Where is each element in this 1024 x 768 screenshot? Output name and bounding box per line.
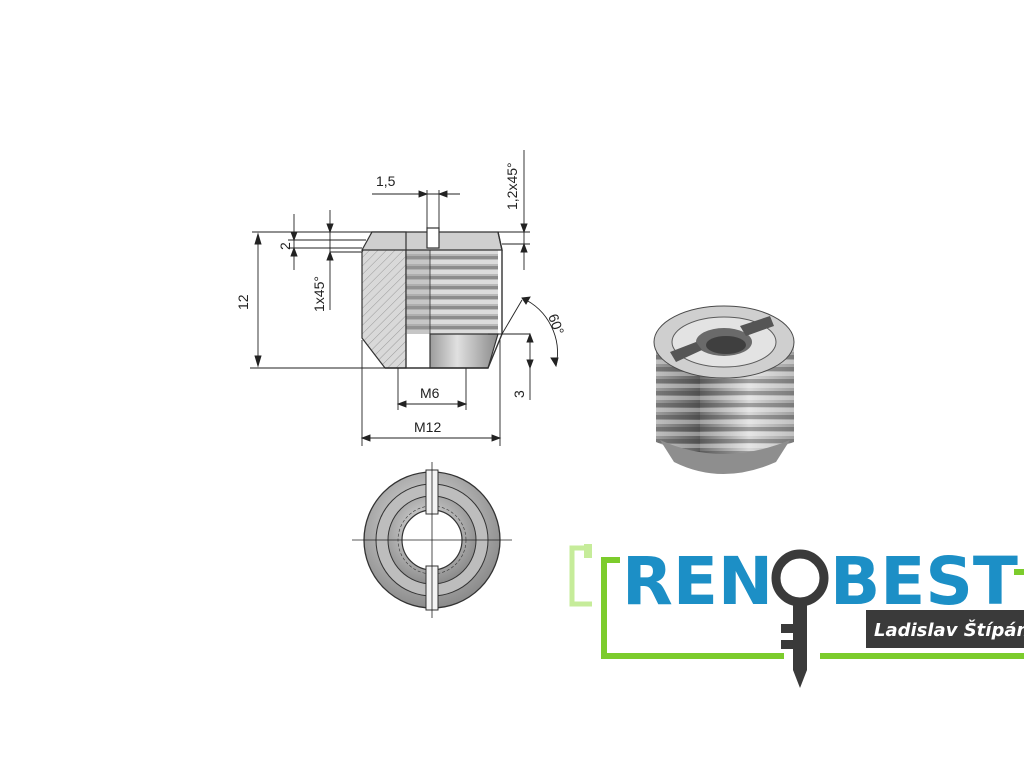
dim-height-label: 12 [235, 294, 251, 310]
section-view [360, 227, 503, 369]
hatched-section [361, 231, 407, 369]
logo-text-left: REN [622, 543, 773, 620]
logo-text-right: BEST [830, 543, 1018, 620]
key-icon [771, 549, 829, 688]
inner-thread-area [406, 250, 498, 334]
cone-bottom [429, 333, 499, 369]
dim-cone-height-label: 3 [511, 390, 527, 398]
dim-slot-depth-label: 2 [277, 242, 293, 250]
dim-top-chamfer-label: 1,2x45° [504, 162, 520, 210]
dim-inner-thread-label: M6 [420, 385, 440, 401]
isometric-render [653, 305, 795, 474]
dim-outer-thread-label: M12 [414, 419, 441, 435]
top-view [352, 462, 512, 618]
slot [426, 227, 440, 249]
dim-slot-width-label: 1,5 [376, 173, 396, 189]
dim-chamfer-label: 1x45° [311, 276, 327, 312]
logo-owner-name: Ladislav Štípánek [874, 619, 1024, 641]
dim-angle-label: 60° [545, 312, 567, 337]
renobest-logo: REN BEST Ladislav Štípánek [569, 543, 1024, 688]
dimension-lines [250, 150, 559, 446]
